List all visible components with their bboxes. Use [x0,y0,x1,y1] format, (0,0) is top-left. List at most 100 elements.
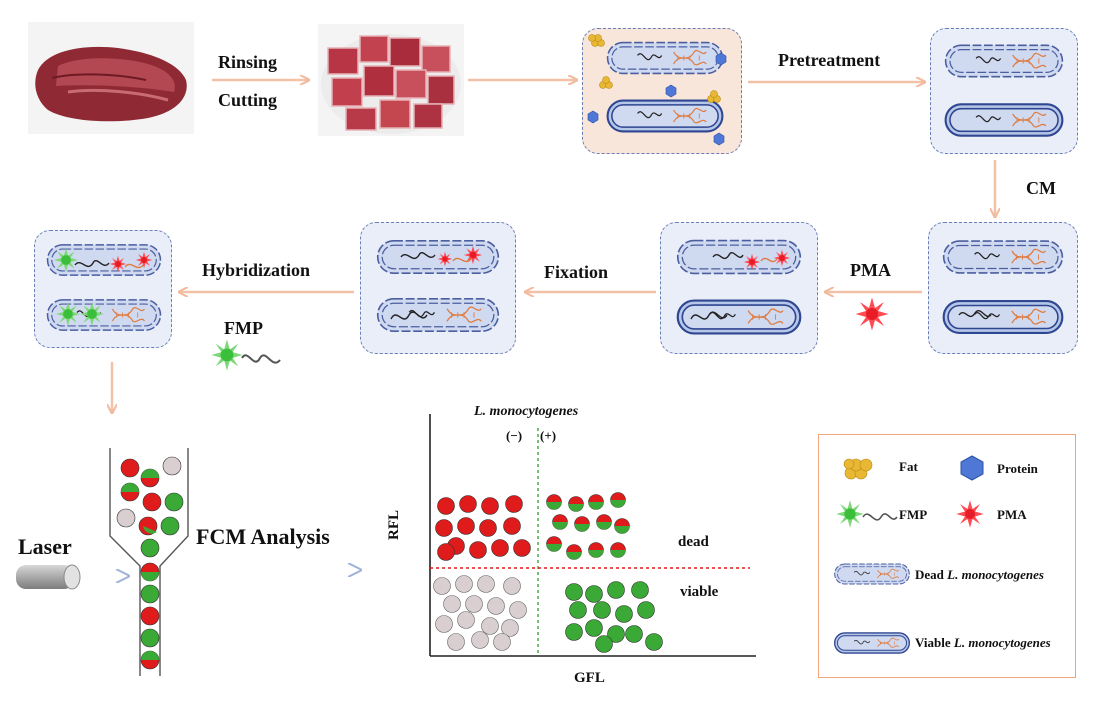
viable-point [595,635,613,653]
fixation-panel-drawing [376,239,500,333]
legend-viable-label: Viable L. monocytogenes [915,635,1051,651]
quadrant-dead-negative [435,495,531,561]
fmp-probe-icon [211,339,281,371]
legend-fmp-icon [836,500,898,528]
pma-dye-icon [855,297,889,331]
plot-positive-label: (+) [540,428,557,443]
legend-protein-label: Protein [997,461,1038,476]
dead-point [437,543,455,561]
mixed-point [566,544,582,560]
cm-panel-drawing [942,240,1064,335]
pretreated-panel [930,28,1078,154]
plot-xlabel: GFL [574,670,605,686]
viable-point [569,601,587,619]
dead-point [491,539,509,557]
viable-point [585,619,603,637]
raw-meat-image [28,22,194,134]
legend-box: Fat Protein FMP PMA Dead L. monocytogene… [818,434,1076,678]
dead-point [481,497,499,515]
cutting-label: Cutting [218,90,278,110]
pretreated-panel-drawing [944,44,1064,137]
negative-point [503,577,521,595]
legend-viable-prefix: Viable [915,635,954,650]
fmp-label: FMP [224,318,263,338]
fat-icon [588,34,721,103]
legend-dead-cell-icon [834,563,910,585]
dead-point [437,497,455,515]
dead-point [435,519,453,537]
legend-dead-label: Dead L. monocytogenes [915,567,1044,583]
laser-label: Laser [18,534,72,559]
dead-point [503,517,521,535]
sample-panel [582,28,742,154]
legend-dead-species: L. monocytogenes [947,567,1044,582]
legend-pma-label: PMA [997,507,1027,522]
viable-point [625,625,643,643]
hybridization-panel-drawing [46,244,162,332]
viable-point [637,601,655,619]
legend-viable-cell-icon [833,632,911,654]
mixed-point [610,492,626,508]
hybridization-panel [34,230,172,348]
mixed-particles-halves [121,469,159,660]
mixed-point [552,514,568,530]
protein-icon [587,52,727,146]
negative-point [443,595,461,613]
viable-point [593,601,611,619]
laser-device [16,564,81,590]
legend-fat-icon [843,458,873,480]
plot-negative-label: (−) [506,428,523,443]
mixed-point [610,542,626,558]
cm-panel [928,222,1078,354]
legend-protein-icon [960,455,984,481]
negative-point [493,633,511,651]
dead-point [459,495,477,513]
dead-point [457,517,475,535]
plot-dead-label: dead [678,534,709,550]
negative-point [465,595,483,613]
pretreatment-label: Pretreatment [778,50,881,70]
quadrant-viable-negative [433,575,527,651]
viable-point [565,583,583,601]
negative-point [455,575,473,593]
dead-point [513,539,531,557]
flow-cell [109,448,189,676]
viable-point [607,581,625,599]
sample-panel-drawing [587,34,727,146]
legend-fmp-label: FMP [899,507,928,522]
mixed-point [568,496,584,512]
dead-point [479,519,497,537]
mixed-point [588,494,604,510]
mixed-point [546,494,562,510]
legend-pma-icon [956,500,984,528]
plot-ylabel: RFL [386,510,402,540]
negative-point [501,619,519,637]
mixed-point [574,516,590,532]
quadrant-dead-positive [546,492,630,560]
legend-viable-species: L. monocytogenes [953,635,1051,650]
cut-meat-image [318,24,464,136]
plot-viable-label: viable [680,584,719,600]
legend-fat-label: Fat [899,459,918,474]
negative-point [447,633,465,651]
viable-point [645,633,663,651]
fixation-panel [360,222,516,354]
pma-label: PMA [850,260,891,280]
viable-point [631,581,649,599]
mixed-point [546,536,562,552]
dead-point [469,541,487,559]
fcm-scatter-plot [429,414,756,657]
viable-point [565,623,583,641]
negative-point [481,617,499,635]
quadrant-viable-positive [565,581,663,653]
negative-point [471,631,489,649]
negative-point [435,615,453,633]
negative-point [509,601,527,619]
mixed-point [596,514,612,530]
negative-point [477,575,495,593]
fixation-label: Fixation [544,262,609,282]
viable-point [615,605,633,623]
negative-point [433,577,451,595]
pma-panel-drawing [676,239,802,335]
viable-point [607,625,625,643]
